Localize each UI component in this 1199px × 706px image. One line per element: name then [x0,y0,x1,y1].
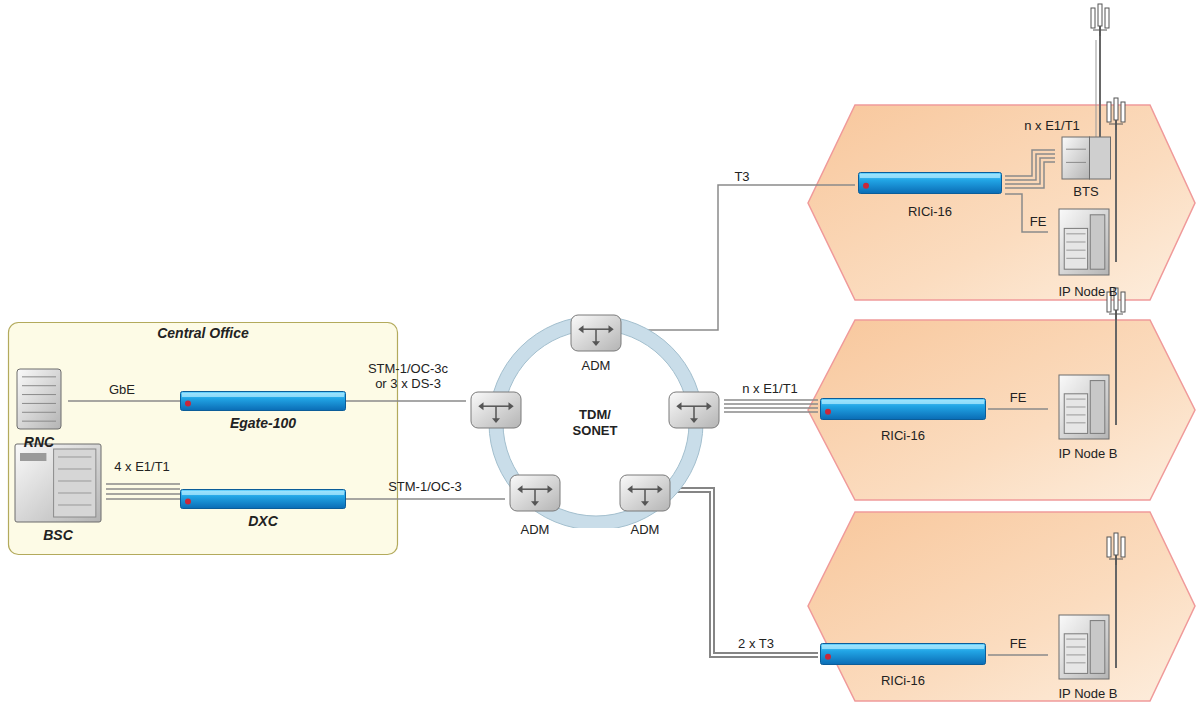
link-label: STM-1/OC-3 [388,479,462,494]
nodeb-icon [1058,614,1110,680]
rici-device: RICi-16 [855,170,1005,220]
node-label: Egate-100 [230,415,296,431]
antenna-mast [1091,4,1109,140]
bts-icon [1061,136,1111,180]
link-line [68,401,180,402]
adm-icon [619,474,671,512]
node-label: RICi-16 [908,204,952,220]
central-office-ground [9,323,398,555]
link-line [988,409,1048,410]
server-icon [16,368,62,430]
link-line [626,185,855,330]
node-b-unit: IP Node B [1048,204,1128,300]
link-line [346,401,466,402]
rnc-server: RNC [10,368,68,450]
nodeb-icon [1058,374,1110,440]
node-label: ADM [582,358,611,374]
antenna-mast [1107,98,1125,262]
node-label: RNC [24,434,54,450]
multi-link [724,400,818,412]
node-label: IP Node B [1058,686,1117,702]
adm-node: ADM [566,312,626,374]
node-label: BTS [1073,184,1098,200]
region-title: Central Office [157,325,249,341]
link-label: 4 x E1/T1 [114,459,170,474]
node-label: IP Node B [1058,446,1117,462]
rici-device: RICi-16 [818,641,988,689]
double-link [675,490,818,655]
link-label: 2 x T3 [738,636,774,651]
multi-link [1005,150,1055,188]
central-office-region: Central OfficeRNC Egate-100BSC DXC [8,322,398,555]
node-b-unit: IP Node B [1048,610,1128,702]
link-line [988,655,1048,656]
node-label: BSC [43,527,73,543]
link-label: FE [1010,636,1027,651]
link-label: FE [1010,390,1027,405]
slab-icon [180,391,346,411]
link-label: FE [1030,214,1047,229]
site-hexagon [808,512,1195,701]
link-label: GbE [109,382,135,397]
adm-icon [509,474,561,512]
dxc-device: DXC [180,489,346,529]
node-label: IP Node B [1058,284,1117,300]
slab-icon [820,643,986,665]
bsc-cabinet: BSC [10,443,106,543]
multi-link [106,484,180,499]
site-hexagon [808,105,1195,300]
slab-icon [180,489,346,509]
rici-device: RICi-16 [818,396,988,444]
antenna-mast [1107,288,1125,425]
adm-icon [570,314,622,352]
link-line [1005,194,1048,232]
node-label: ADM [521,522,550,538]
node-label: RICi-16 [881,673,925,689]
link-label: STM-1/OC-3c or 3 x DS-3 [361,361,456,391]
site-hexagon [808,320,1195,500]
link-label: n x E1/T1 [1024,118,1080,133]
link-label: n x E1/T1 [742,381,798,396]
slab-icon [858,172,1002,194]
adm-node: ADM [615,470,675,538]
node-label: DXC [248,513,278,529]
antenna-mast [1107,533,1125,668]
link-label: T3 [734,169,749,184]
slab-icon [820,398,986,420]
node-label: RICi-16 [881,428,925,444]
adm-node: ADM [505,470,565,538]
node-label: ADM [631,522,660,538]
cabinet-icon [14,443,102,523]
egate-device: Egate-100 [180,391,346,431]
bts-unit: BTS [1055,134,1117,200]
node-label: TDM/ SONET [567,407,623,439]
node-b-unit: IP Node B [1048,370,1128,462]
link-line [346,499,505,500]
nodeb-icon [1058,208,1110,276]
